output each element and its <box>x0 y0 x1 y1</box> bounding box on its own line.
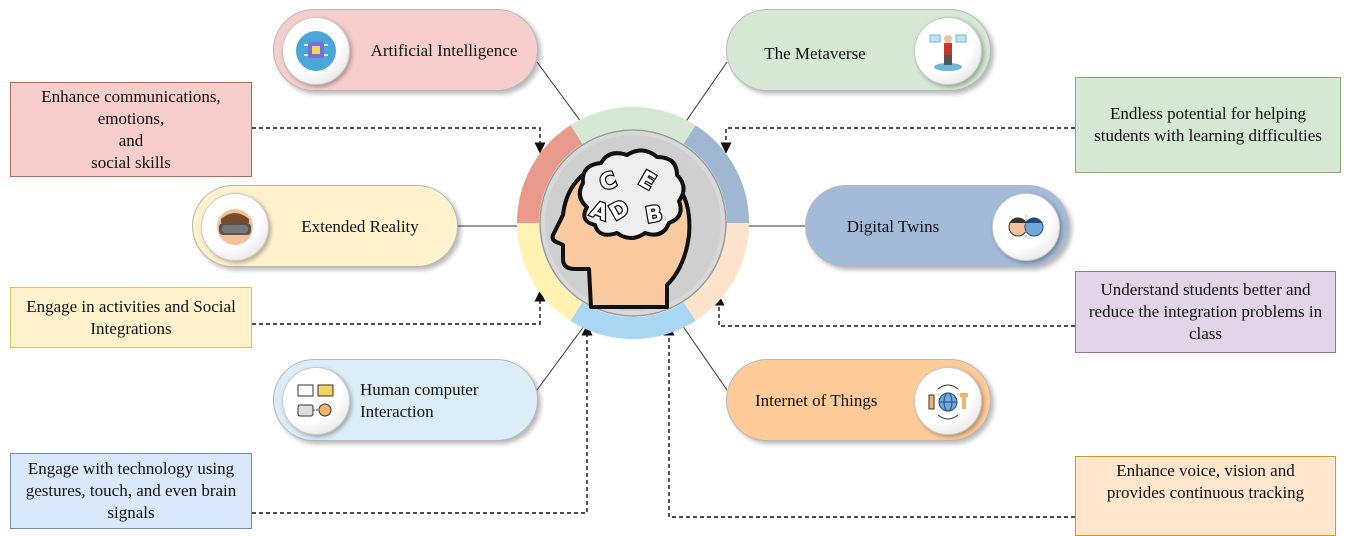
center-brain-diagram: C E A D B <box>516 107 750 339</box>
benefit-communication-line2: emotions, <box>97 108 165 128</box>
tech-xr-label: Extended Reality <box>301 217 419 236</box>
benefit-learning-line1: Endless potential for helping <box>1110 104 1306 123</box>
benefit-gestures-line1: Engage with technology using <box>27 459 235 478</box>
benefit-voice-line2: provides continuous tracking <box>1106 483 1305 502</box>
benefit-understand-line3: class <box>1188 324 1223 343</box>
learning-arrow <box>720 127 1075 154</box>
benefit-activities-line2: Integrations <box>90 318 172 338</box>
ai-chip-head-icon <box>282 17 350 85</box>
iot-globe-icon <box>914 367 982 435</box>
brain-letter-b: B <box>644 201 665 229</box>
benefit-gestures-note: Engage with technology using gestures, t… <box>10 453 252 529</box>
benefit-activities-line1: Engage in activities and Social <box>26 296 236 316</box>
tech-hci-label: Human computer Interaction <box>360 379 495 423</box>
tech-hci-label-line1: Human computer <box>360 380 479 399</box>
metaverse-avatar-icon <box>914 17 982 85</box>
benefit-communication-line1: Enhance communications, <box>41 86 221 106</box>
digital-twin-faces-icon <box>992 193 1060 261</box>
tech-iot-label: Internet of Things <box>755 391 878 410</box>
benefit-understand-line2: reduce the integration problems in <box>1088 302 1323 321</box>
tech-twins-pill: Digital Twins <box>805 185 1069 267</box>
tech-hci-label-line2: Interaction <box>360 402 434 421</box>
benefit-communication-line3: and <box>118 130 144 150</box>
tech-twins-label: Digital Twins <box>846 217 940 236</box>
tech-ai-pill: Artificial Intelligence <box>273 9 538 91</box>
benefit-learning-line2: students with learning difficulties <box>1094 126 1322 145</box>
benefit-activities-note: Engage in activities and Social Integrat… <box>10 287 252 348</box>
hci-devices-icon <box>282 367 350 435</box>
brain-letters-head-icon: C E A D B <box>516 107 750 339</box>
benefit-communication-line4: social skills <box>91 152 171 172</box>
vr-headset-icon <box>201 193 269 261</box>
tech-iot-pill: Internet of Things <box>726 359 991 441</box>
tech-xr-pill: Extended Reality <box>192 185 458 267</box>
benefit-understand-note: Understand students better and reduce th… <box>1075 271 1336 353</box>
communication-arrow <box>252 127 546 154</box>
understand-arrow <box>713 294 1075 327</box>
benefit-voice-line1: Enhance voice, vision and <box>1116 461 1295 480</box>
benefit-understand-line1: Understand students better and <box>1100 280 1311 299</box>
benefit-communication-note: Enhance communications, emotions, and so… <box>10 82 252 177</box>
activities-arrow <box>252 290 546 325</box>
benefit-learning-note: Endless potential for helping students w… <box>1075 77 1341 173</box>
tech-hci-pill: Human computer Interaction <box>273 359 538 441</box>
tech-metaverse-label: The Metaverse <box>764 44 866 63</box>
tech-metaverse-pill: The Metaverse <box>726 9 991 91</box>
benefit-gestures-line2: gestures, touch, and even brain <box>25 481 237 500</box>
benefit-gestures-line3: signals <box>107 503 155 522</box>
benefit-voice-note: Enhance voice, vision and provides conti… <box>1075 456 1336 536</box>
tech-ai-label: Artificial Intelligence <box>370 41 518 60</box>
